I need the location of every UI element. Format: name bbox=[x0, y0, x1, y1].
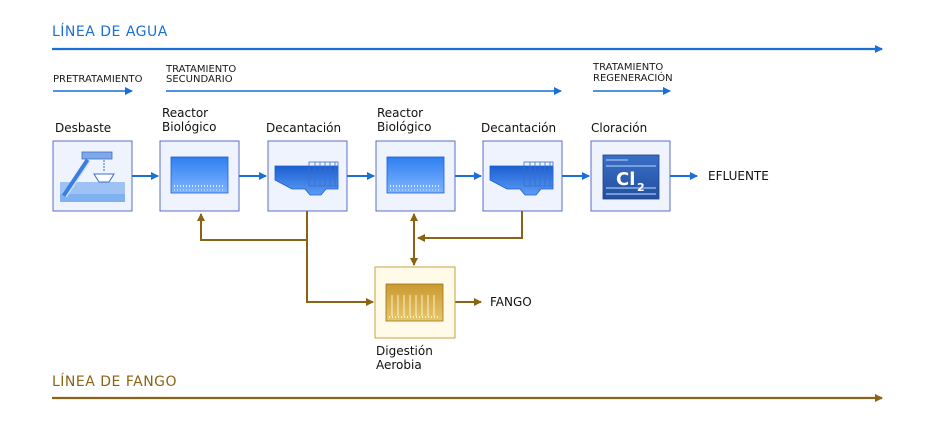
sludge-output-label: FANGO bbox=[490, 295, 532, 309]
sludge-return-arrow-2 bbox=[417, 211, 523, 242]
clarifier-icon bbox=[274, 161, 339, 196]
digester-tank-icon bbox=[385, 283, 444, 322]
reactor1-box bbox=[159, 140, 240, 212]
stage-pretreatment-label: PRETRATAMIENTO bbox=[53, 74, 143, 85]
chlorine-icon: Cl 2 bbox=[602, 154, 660, 200]
process-settling2-label: Decantación bbox=[481, 121, 556, 135]
screening-icon bbox=[60, 151, 125, 202]
process-screening-label: Desbaste bbox=[55, 121, 111, 135]
reactor2-box bbox=[375, 140, 456, 212]
reactor-tank-icon bbox=[386, 156, 445, 194]
process-reactor1-label-1: Reactor bbox=[162, 106, 208, 120]
process-reactor2-label-2: Biológico bbox=[377, 120, 431, 134]
process-digestion-label-2: Aerobia bbox=[376, 358, 422, 372]
stage-regeneration-label-1: TRATAMIENTO bbox=[592, 62, 663, 73]
stage-secondary-label-1: TRATAMIENTO bbox=[165, 64, 236, 75]
screening-box bbox=[52, 140, 133, 212]
process-settling1-label: Decantación bbox=[266, 121, 341, 135]
sludge-line-title: LÍNEA DE FANGO bbox=[52, 373, 177, 390]
water-line-title: LÍNEA DE AGUA bbox=[52, 23, 168, 40]
sludge-return-arrow-1 bbox=[197, 211, 308, 241]
reactor-tank-icon bbox=[170, 156, 229, 194]
sludge-to-digestion-arrow bbox=[306, 240, 374, 306]
stage-secondary-label-2: SECUNDARIO bbox=[166, 74, 233, 85]
settling1-box bbox=[267, 140, 348, 212]
process-digestion-label-1: Digestión bbox=[376, 344, 433, 358]
chlorine-symbol: Cl bbox=[616, 169, 635, 190]
process-chlorination-label: Cloración bbox=[591, 121, 647, 135]
process-reactor2-label-1: Reactor bbox=[377, 106, 423, 120]
process-reactor1-label-2: Biológico bbox=[162, 120, 216, 134]
settling2-box bbox=[482, 140, 563, 212]
chlorine-subscript: 2 bbox=[637, 181, 645, 194]
digestion-box bbox=[374, 266, 456, 339]
stage-regeneration-label-2: REGENERACIÓN bbox=[593, 71, 673, 84]
chlorination-box: Cl 2 bbox=[590, 140, 671, 212]
effluent-label: EFLUENTE bbox=[708, 169, 769, 183]
clarifier-icon bbox=[489, 161, 554, 196]
